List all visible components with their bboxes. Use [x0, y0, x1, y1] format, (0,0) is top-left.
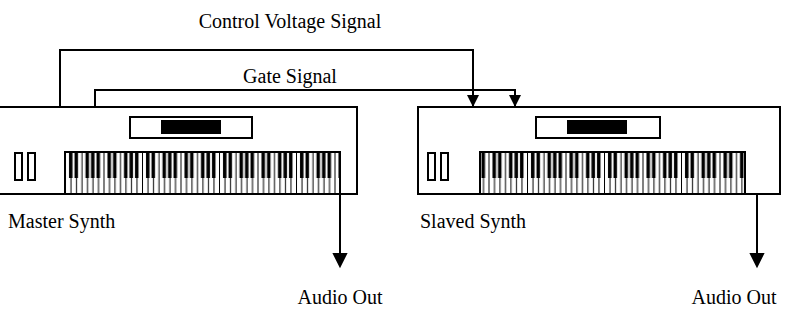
- slaved-synth-drawing: [418, 107, 780, 194]
- signal-name: Control Voltage Signal: [197, 10, 384, 32]
- output-label: Audio Out: [296, 286, 385, 308]
- signal-cable: [95, 90, 515, 106]
- signal-cable: [60, 50, 473, 106]
- synth-name: Slaved Synth: [418, 210, 528, 232]
- master-synth: Master Synth: [0, 106, 357, 236]
- slaved-synth: Slaved Synth: [418, 106, 780, 236]
- output-label: Audio Out: [690, 286, 779, 308]
- master-synth-drawing: [0, 107, 357, 194]
- audio-out-arrow: [334, 194, 763, 266]
- signal-name: Gate Signal: [241, 65, 339, 87]
- synth-name: Master Synth: [6, 210, 117, 232]
